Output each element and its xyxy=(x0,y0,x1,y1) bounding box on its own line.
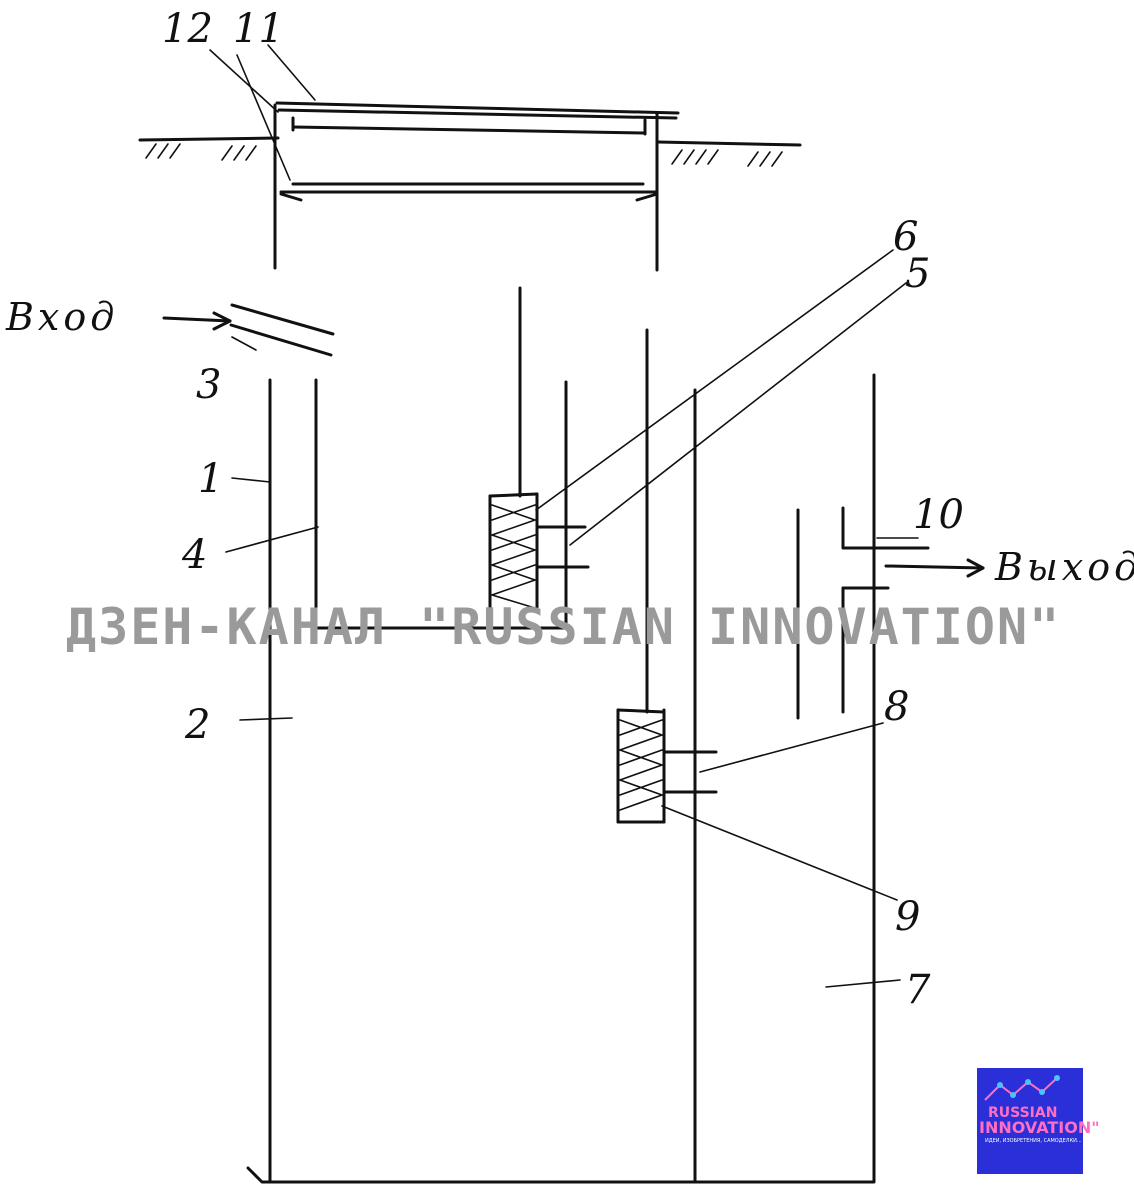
logo-line-1: RUSSIAN xyxy=(988,1105,1057,1121)
part-labels: 1 2 3 4 5 6 7 8 9 10 11 12 xyxy=(162,6,964,1013)
label-11: 11 xyxy=(233,6,284,52)
outlet-label: Выход xyxy=(994,545,1134,589)
label-10: 10 xyxy=(913,492,964,538)
label-7: 7 xyxy=(905,967,931,1013)
logo-line-2: INNOVATION" xyxy=(979,1118,1100,1137)
leader-lines xyxy=(209,44,919,988)
lid-assembly xyxy=(273,101,680,272)
inlet-pipe xyxy=(162,303,335,357)
logo-background xyxy=(977,1068,1083,1174)
label-8: 8 xyxy=(884,684,909,730)
label-4: 4 xyxy=(181,532,207,578)
watermark-text: ДЗЕН-КАНАЛ "RUSSIAN INNOVATION" xyxy=(66,598,1061,656)
tank-body xyxy=(246,328,876,1184)
label-3: 3 xyxy=(196,362,221,408)
outlet-assembly xyxy=(796,506,985,720)
ground-surface xyxy=(138,136,802,167)
label-12: 12 xyxy=(162,6,213,52)
label-5: 5 xyxy=(905,251,930,297)
inlet-label: Вход xyxy=(5,295,118,339)
inlet-chamber xyxy=(314,286,568,630)
label-2: 2 xyxy=(184,702,210,748)
label-6: 6 xyxy=(893,214,918,260)
upper-filter xyxy=(488,492,590,612)
channel-logo: RUSSIAN INNOVATION" ИДЕИ, ИЗОБРЕТЕНИЯ, С… xyxy=(977,1068,1100,1174)
label-1: 1 xyxy=(198,456,223,502)
logo-tagline: ИДЕИ, ИЗОБРЕТЕНИЯ, САМОДЕЛКИ... xyxy=(985,1138,1082,1144)
lower-filter xyxy=(616,708,718,824)
label-9: 9 xyxy=(895,894,920,940)
